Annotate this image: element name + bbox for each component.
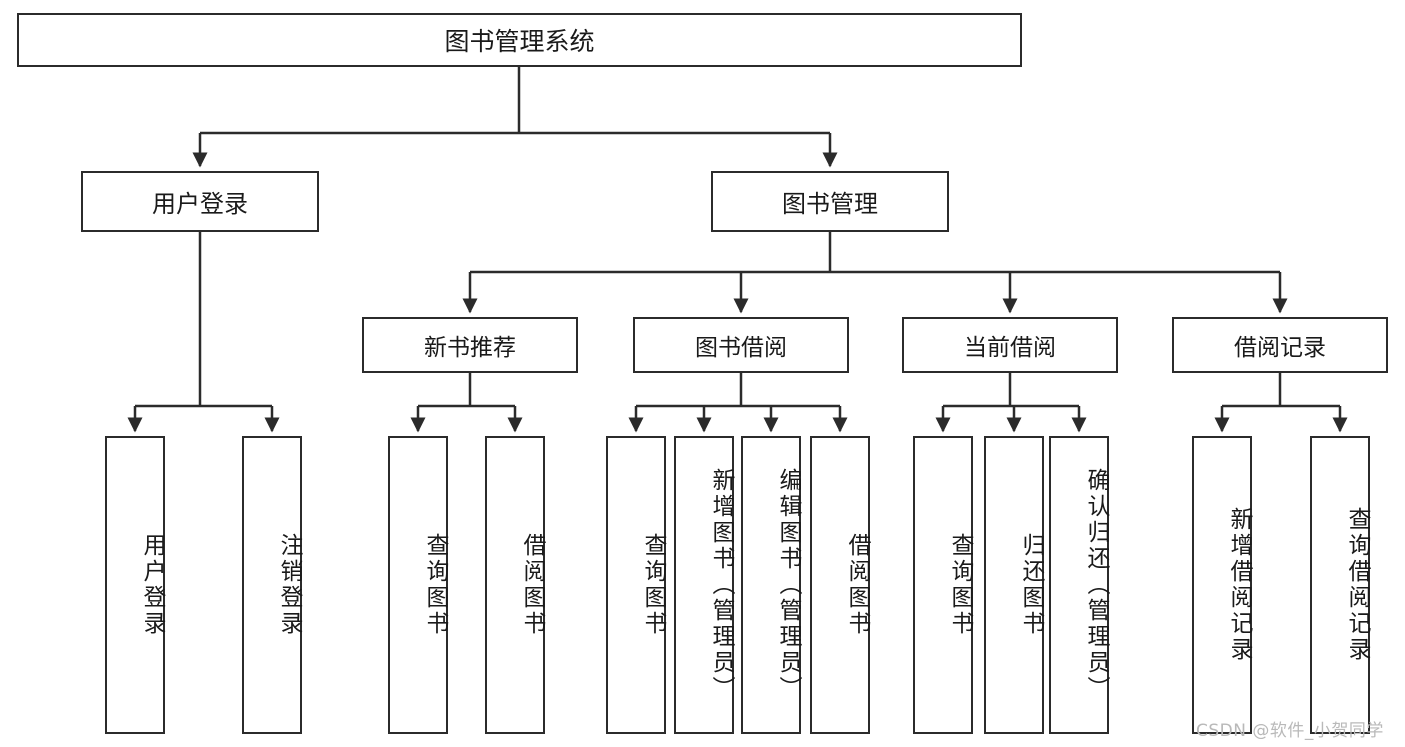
- node-user-login[interactable]: 用户登录: [81, 171, 319, 232]
- node-leaf-query-book-2-label: 查询图书: [640, 533, 666, 637]
- node-leaf-query-book-1-label: 查询图书: [422, 533, 448, 637]
- node-book-manage[interactable]: 图书管理: [711, 171, 949, 232]
- node-leaf-query-record[interactable]: 查询借阅记录: [1310, 436, 1370, 734]
- node-leaf-return-book-label: 归还图书: [1018, 533, 1044, 637]
- node-leaf-query-book-3-label: 查询图书: [947, 533, 973, 637]
- node-leaf-add-record[interactable]: 新增借阅记录: [1192, 436, 1252, 734]
- node-leaf-user-login[interactable]: 用户登录: [105, 436, 165, 734]
- node-book-manage-label: 图书管理: [782, 190, 878, 218]
- node-new-book-recommend-label: 新书推荐: [424, 335, 516, 361]
- node-leaf-user-login-label: 用户登录: [139, 533, 165, 637]
- node-root[interactable]: 图书管理系统: [17, 13, 1022, 67]
- node-current-borrow-label: 当前借阅: [964, 335, 1056, 361]
- node-user-login-label: 用户登录: [152, 190, 248, 218]
- node-current-borrow[interactable]: 当前借阅: [902, 317, 1118, 373]
- node-leaf-edit-book-label: 编辑图书（管理员）: [775, 468, 801, 702]
- node-leaf-add-book[interactable]: 新增图书（管理员）: [674, 436, 734, 734]
- node-leaf-user-logout[interactable]: 注销登录: [242, 436, 302, 734]
- node-leaf-query-book-1[interactable]: 查询图书: [388, 436, 448, 734]
- node-borrow-record-label: 借阅记录: [1234, 335, 1326, 361]
- node-leaf-add-book-label: 新增图书（管理员）: [708, 468, 734, 702]
- node-leaf-borrow-book-2[interactable]: 借阅图书: [810, 436, 870, 734]
- node-leaf-user-logout-label: 注销登录: [276, 533, 302, 637]
- node-leaf-query-record-label: 查询借阅记录: [1344, 507, 1370, 663]
- node-leaf-borrow-book-1-label: 借阅图书: [519, 533, 545, 637]
- node-leaf-add-record-label: 新增借阅记录: [1226, 507, 1252, 663]
- node-leaf-confirm-return[interactable]: 确认归还（管理员）: [1049, 436, 1109, 734]
- node-leaf-edit-book[interactable]: 编辑图书（管理员）: [741, 436, 801, 734]
- node-borrow-record[interactable]: 借阅记录: [1172, 317, 1388, 373]
- node-new-book-recommend[interactable]: 新书推荐: [362, 317, 578, 373]
- node-leaf-borrow-book-1[interactable]: 借阅图书: [485, 436, 545, 734]
- node-leaf-return-book[interactable]: 归还图书: [984, 436, 1044, 734]
- node-leaf-query-book-2[interactable]: 查询图书: [606, 436, 666, 734]
- node-root-label: 图书管理系统: [444, 27, 595, 56]
- node-book-borrow-label: 图书借阅: [695, 335, 787, 361]
- node-leaf-confirm-return-label: 确认归还（管理员）: [1083, 468, 1109, 702]
- node-leaf-borrow-book-2-label: 借阅图书: [844, 533, 870, 637]
- node-book-borrow[interactable]: 图书借阅: [633, 317, 849, 373]
- csdn-watermark: CSDN @软件_小贺同学: [1196, 721, 1384, 741]
- node-leaf-query-book-3[interactable]: 查询图书: [913, 436, 973, 734]
